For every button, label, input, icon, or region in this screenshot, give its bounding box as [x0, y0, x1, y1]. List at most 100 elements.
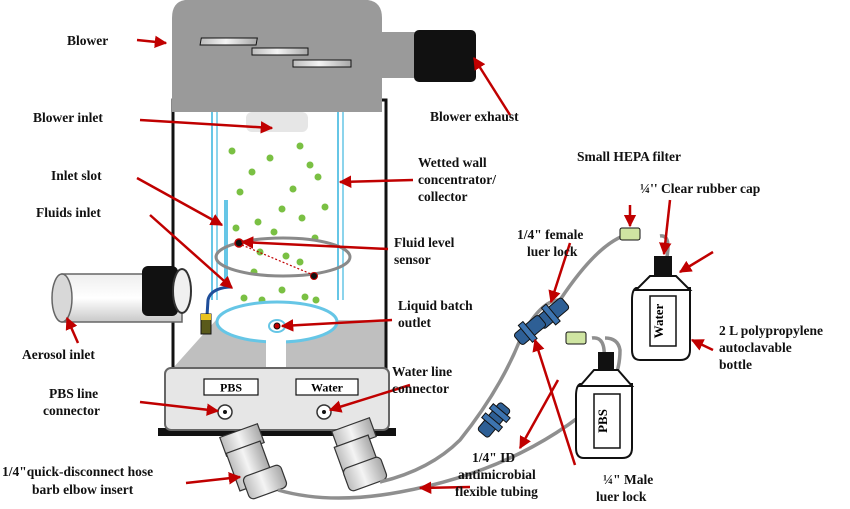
arrow-pbs-connector	[139, 400, 220, 416]
droplet	[270, 228, 278, 236]
pbs-panel-label: PBS	[220, 381, 242, 395]
water-bottle-cap	[654, 256, 672, 276]
arrow-female-luer	[548, 242, 572, 304]
hepa-filter-pbs	[565, 331, 587, 345]
pbs-panel-label-box	[203, 378, 259, 396]
droplet	[266, 154, 274, 162]
sensor-probe-2	[310, 272, 318, 280]
blower	[172, 0, 476, 112]
label-bottle-3: bottle	[719, 357, 752, 372]
arrow-rubber-cap	[659, 199, 672, 256]
droplet	[296, 258, 304, 266]
droplet	[301, 293, 309, 301]
hepa-filter-water	[619, 227, 641, 241]
label-wetted-wall-1: Wetted wall	[418, 155, 487, 170]
label-liquid-batch-1: Liquid batch	[398, 298, 473, 313]
pbs-bottle-label: PBS	[595, 409, 610, 433]
arrow-blower-exhaust	[472, 56, 512, 116]
female-luer-lock-2	[513, 315, 547, 345]
label-pbs-line-2: connector	[43, 403, 100, 418]
label-water-line-2: connector	[392, 381, 449, 396]
label-fluids-inlet: Fluids inlet	[36, 205, 101, 220]
droplet	[254, 218, 262, 226]
label-rubber-cap: ¼'' Clear rubber cap	[640, 181, 761, 196]
inlet-slot	[224, 200, 228, 286]
label-wetted-wall-3: collector	[418, 189, 468, 204]
label-tubing-1: 1/4" ID	[472, 450, 516, 465]
arrow-aerosol-inlet	[65, 316, 80, 344]
callout-arrows	[65, 35, 714, 495]
label-aerosol-inlet: Aerosol inlet	[22, 347, 95, 362]
label-tubing-3: flexible tubing	[455, 484, 538, 499]
label-blower: Blower	[67, 33, 109, 48]
droplet	[278, 286, 286, 294]
droplet	[282, 252, 290, 260]
label-male-luer-1: ¼" Male	[603, 472, 654, 487]
droplet	[306, 161, 314, 169]
arrow-wetted-wall	[338, 175, 414, 188]
outlet-hole	[273, 322, 281, 330]
arrow-tubing-2	[518, 379, 560, 450]
droplet	[248, 168, 256, 176]
arrow-tubing	[418, 481, 471, 495]
label-bottle-2: autoclavable	[719, 340, 792, 355]
droplet	[298, 214, 306, 222]
sensor-probe-1	[234, 238, 244, 248]
blower-inlet-cap	[246, 112, 308, 132]
pbs-bottle: PBS	[575, 352, 635, 459]
droplet	[312, 296, 320, 304]
pbs-bottle-cap	[598, 352, 614, 370]
label-small-hepa: Small HEPA filter	[577, 149, 681, 164]
label-pbs-line-1: PBS line	[49, 386, 99, 401]
water-bottle-label: Water	[651, 303, 666, 338]
water-panel-label-box	[295, 378, 359, 396]
sensor-beam	[241, 244, 312, 275]
arrow-fluid-level-sensor	[240, 236, 389, 251]
outlet-stem	[266, 340, 286, 368]
label-inlet-slot: Inlet slot	[51, 168, 102, 183]
droplet	[232, 224, 240, 232]
label-blower-exhaust: Blower exhaust	[430, 109, 519, 124]
label-fluid-level-2: sensor	[394, 252, 431, 267]
arrow-blower-inlet	[139, 118, 274, 134]
droplet	[278, 205, 286, 213]
arrow-inlet-slot	[136, 176, 224, 227]
arrow-male-luer-1	[532, 338, 577, 466]
male-luer-lock	[477, 402, 511, 438]
label-quick-disconnect-1: 1/4"quick-disconnect hose	[2, 464, 154, 479]
arrow-blower	[136, 35, 168, 49]
aerosol-inlet	[51, 266, 192, 323]
base-plate	[158, 428, 396, 436]
droplet	[314, 173, 322, 181]
water-bottle: Water	[631, 256, 693, 361]
label-quick-disconnect-2: barb elbow insert	[32, 482, 134, 497]
droplet	[236, 188, 244, 196]
droplet	[296, 142, 304, 150]
arrow-bottle-pbs	[690, 338, 714, 352]
arrow-bottle-water	[678, 250, 714, 274]
droplet	[321, 203, 329, 211]
label-male-luer-2: luer lock	[596, 489, 647, 504]
label-fluid-level-1: Fluid level	[394, 235, 455, 250]
label-water-line-1: Water line	[392, 364, 453, 379]
label-female-luer-1: 1/4" female	[517, 227, 584, 242]
droplet	[240, 294, 248, 302]
label-tubing-2: antimicrobial	[458, 467, 536, 482]
arrow-quick-disconnect	[185, 472, 242, 485]
label-wetted-wall-2: concentrator/	[418, 172, 496, 187]
connector-panel: PBS Water	[164, 367, 390, 431]
arrow-water-line	[328, 383, 411, 413]
water-panel-label: Water	[311, 381, 344, 395]
label-female-luer-2: luer lock	[527, 244, 578, 259]
arrow-fluids-inlet	[149, 214, 233, 289]
droplet	[228, 147, 236, 155]
fluid-level-sensor-ring	[214, 236, 352, 278]
arrow-liquid-batch	[280, 318, 393, 332]
label-liquid-batch-2: outlet	[398, 315, 431, 330]
droplets	[228, 142, 329, 304]
water-elbow-insert	[331, 416, 388, 492]
label-bottle-1: 2 L polypropylene	[719, 323, 824, 338]
label-blower-inlet: Blower inlet	[33, 110, 103, 125]
droplet	[289, 185, 297, 193]
